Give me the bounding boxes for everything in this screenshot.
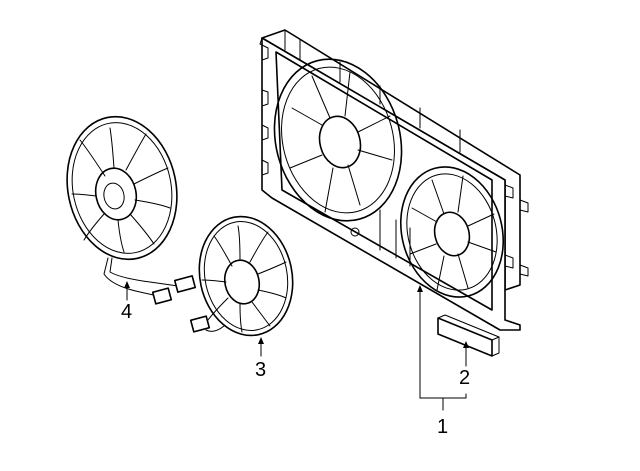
callout-1: 1 [437,416,448,438]
fan-shroud-part-1 [259,29,529,331]
callout-leaders [124,281,469,411]
fan-motor-part-3 [189,215,294,337]
fan-motor-part-4 [66,115,197,305]
callout-2: 2 [459,367,470,389]
seal-strip-part-2 [437,314,500,357]
callout-4: 4 [121,301,132,323]
callout-3: 3 [255,359,266,381]
